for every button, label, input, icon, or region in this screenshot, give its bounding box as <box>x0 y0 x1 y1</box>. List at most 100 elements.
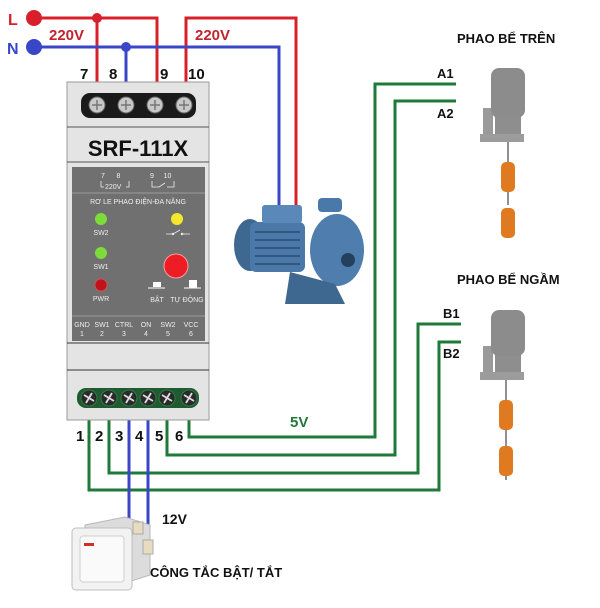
wire-6-to-a1 <box>187 82 456 439</box>
float-bulb-2 <box>501 208 515 238</box>
pump-motor-body <box>250 222 305 272</box>
wire-5-to-a2 <box>165 99 456 457</box>
terminal-label-10: 10 <box>188 66 205 83</box>
five-volt-label: 5V <box>290 414 308 431</box>
wire-1-to-b2 <box>87 340 461 492</box>
screw-slot-icon <box>183 392 195 404</box>
bottom-terminal-label-3: 3 <box>115 428 123 445</box>
relay-module: SRF-111X 7 8 220V 9 10 RƠ LE PHAO ĐIỆN-Đ… <box>66 81 210 421</box>
float-bulb-1 <box>501 162 515 192</box>
led-pwr-label: PWR <box>93 296 109 303</box>
b1-label: B1 <box>443 306 460 321</box>
relay-model: SRF-111X <box>88 136 189 161</box>
contact-symbol-top <box>151 181 175 188</box>
float-bulb-1 <box>499 400 513 430</box>
screw-slot-icon <box>83 392 95 404</box>
voltage-label-left: 220V <box>49 27 84 44</box>
panel-terminals-9-10: 9 10 <box>150 173 172 180</box>
led-sw2 <box>95 213 107 225</box>
float-cap <box>491 68 525 118</box>
pump-terminal-box <box>262 205 302 223</box>
pin-number-label: 3 <box>122 331 126 338</box>
pin-name-label: VCC <box>184 322 199 329</box>
screw-slot-icon <box>142 392 154 404</box>
bottom-terminal-label-6: 6 <box>175 428 183 445</box>
line-label: L <box>8 12 18 29</box>
auto-label: TỰ ĐỘNG <box>170 295 203 304</box>
pin-name-label: CTRL <box>115 322 133 329</box>
upper-float-switch <box>480 68 525 238</box>
float-bulb-2 <box>499 446 513 476</box>
pin-number-label: 5 <box>166 331 170 338</box>
wall-switch <box>71 516 154 591</box>
neutral-wire-main <box>30 45 281 205</box>
a1-label: A1 <box>437 66 454 81</box>
neutral-label: N <box>7 41 19 58</box>
panel-pin-labels: GND 1 SW1 2 CTRL 3 ON 4 SW2 5 VCC 6 <box>74 322 198 338</box>
pin-name-label: SW2 <box>160 322 175 329</box>
manual-button[interactable] <box>153 282 161 287</box>
lower-float-switch <box>480 310 525 480</box>
float-cap <box>491 310 525 356</box>
neutral-terminal-dot <box>26 39 42 55</box>
switch-wires <box>127 420 150 540</box>
relay-face-panel <box>72 167 205 341</box>
terminal-label-8: 8 <box>109 66 117 83</box>
neutral-junction-dot <box>121 42 131 52</box>
led-relay-status <box>171 213 183 225</box>
pump-inlet <box>341 253 355 267</box>
big-red-button[interactable] <box>163 253 189 279</box>
live-wires <box>30 16 298 205</box>
wire-2-to-b1 <box>107 322 461 475</box>
pin-number-label: 4 <box>144 331 148 338</box>
manual-label: BẬT <box>150 295 164 304</box>
pump-volute <box>310 214 364 286</box>
led-sw1-label: SW1 <box>93 264 108 271</box>
pin-number-label: 2 <box>100 331 104 338</box>
pin-name-label: GND <box>74 322 90 329</box>
pin-name-label: SW1 <box>94 322 109 329</box>
live-wire-10-to-pump <box>184 16 298 205</box>
signal-wires <box>87 82 461 492</box>
top-terminal-screws <box>88 96 193 114</box>
bottom-terminal-label-2: 2 <box>95 428 103 445</box>
terminal-label-9: 9 <box>160 66 168 83</box>
twelve-volt-label: 12V <box>162 511 188 527</box>
neutral-wires <box>30 45 281 205</box>
pump-outlet <box>318 198 342 212</box>
mode-switch[interactable] <box>148 280 201 289</box>
screw-slot-icon <box>103 392 115 404</box>
line-terminal-dot <box>26 10 42 26</box>
pin-number-label: 6 <box>189 331 193 338</box>
bottom-terminal-screws <box>80 389 198 407</box>
a2-label: A2 <box>437 106 454 121</box>
led-sw1 <box>95 247 107 259</box>
live-wire-main <box>30 16 159 82</box>
pump-foot <box>285 272 345 304</box>
pin-name-label: ON <box>141 322 152 329</box>
led-pwr <box>94 278 108 292</box>
relay-subtitle: RƠ LE PHAO ĐIỆN-ĐA NĂNG <box>90 197 186 206</box>
screw-slot-icon <box>161 392 173 404</box>
screw-slot-icon <box>123 392 135 404</box>
bracket-220v <box>100 181 130 188</box>
bottom-terminal-label-4: 4 <box>135 428 144 445</box>
switch-label: CÔNG TẮC BẬT/ TẮT <box>150 565 282 580</box>
pin-number-label: 1 <box>80 331 84 338</box>
voltage-label-right: 220V <box>195 27 230 44</box>
bottom-terminal-label-1: 1 <box>76 428 84 445</box>
panel-terminals-7-8: 7 8 <box>101 173 121 180</box>
auto-button[interactable] <box>189 280 197 288</box>
top-terminal-strip <box>81 93 196 118</box>
terminal-label-7: 7 <box>80 66 88 83</box>
led-sw2-label: SW2 <box>93 230 108 237</box>
water-pump <box>234 198 364 304</box>
switch-indicator <box>84 543 94 546</box>
bottom-terminal-label-5: 5 <box>155 428 163 445</box>
lower-float-label: PHAO BỂ NGẦM <box>457 272 560 287</box>
live-junction-dot <box>92 13 102 23</box>
upper-float-label: PHAO BỂ TRÊN <box>457 31 555 46</box>
panel-220v-label: 220V <box>105 184 122 191</box>
